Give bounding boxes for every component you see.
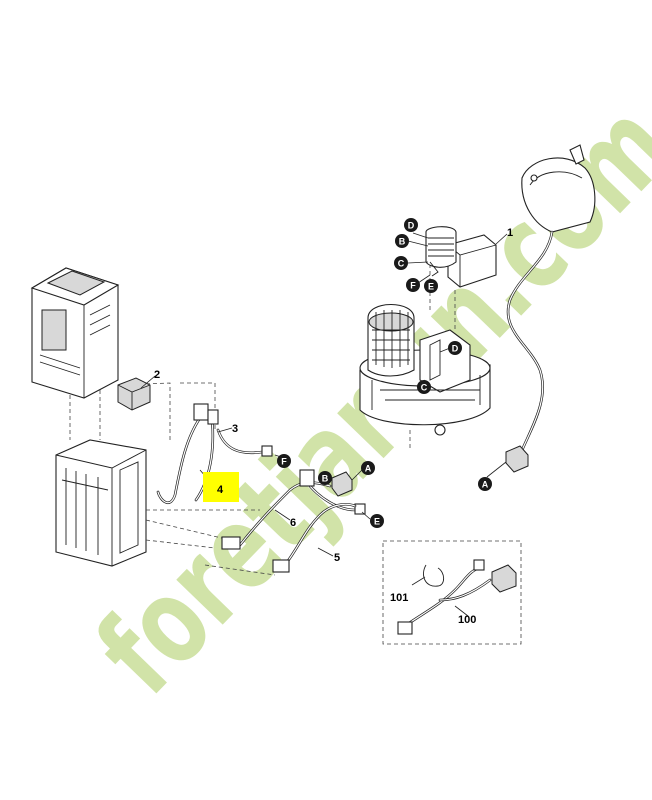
highlight-part-4: [203, 472, 239, 502]
part-label-6[interactable]: 6: [290, 517, 296, 529]
badge-E-top-text: E: [428, 282, 434, 292]
badge-C-motor-text: C: [421, 383, 428, 393]
badge-A-harness-text: A: [365, 464, 372, 474]
part-1-component: [425, 226, 497, 288]
battery-housing: [55, 439, 147, 567]
badge-D-motor-text: D: [452, 344, 459, 354]
part-2-connector: [117, 377, 151, 411]
badge-D-top: D: [404, 218, 418, 232]
badge-B-top-text: B: [399, 237, 406, 247]
trigger-handle: [505, 144, 596, 473]
part-label-5[interactable]: 5: [334, 552, 340, 564]
badge-A-cord-text: A: [482, 480, 489, 490]
badge-D-motor: D: [448, 341, 462, 355]
part-label-3[interactable]: 3: [232, 423, 238, 435]
wiring-harnesses: [156, 403, 366, 573]
badge-F-harness-text: F: [281, 457, 287, 467]
badge-C-top-text: C: [398, 259, 405, 269]
part-label-2[interactable]: 2: [154, 369, 160, 381]
part-label-100[interactable]: 100: [458, 614, 476, 626]
alignment-lines: [69, 250, 456, 576]
badge-F-top: F: [406, 278, 420, 292]
badge-E-harness: E: [370, 514, 384, 528]
battery-pack: [30, 267, 120, 399]
part-label-101[interactable]: 101: [390, 592, 408, 604]
inset-box: [382, 540, 522, 645]
part-number-labels: 1 2 3 4 6 5 101 100: [154, 227, 513, 626]
badge-A-cord: A: [478, 477, 492, 491]
badge-B-harness: B: [318, 471, 332, 485]
badge-B-harness-text: B: [322, 474, 329, 484]
leader-lines: [140, 232, 508, 617]
badge-C-motor: C: [417, 380, 431, 394]
part-label-4[interactable]: 4: [217, 484, 224, 496]
badge-B-top: B: [395, 234, 409, 248]
badge-A-harness: A: [361, 461, 375, 475]
badge-C-top: C: [394, 256, 408, 270]
badge-D-top-text: D: [408, 221, 415, 231]
badge-F-top-text: F: [410, 281, 416, 291]
connection-badges: D B C F E D C F: [277, 218, 492, 528]
badge-E-top: E: [424, 279, 438, 293]
badge-F-harness: F: [277, 454, 291, 468]
part-label-1[interactable]: 1: [507, 227, 513, 239]
badge-E-harness-text: E: [374, 517, 380, 527]
